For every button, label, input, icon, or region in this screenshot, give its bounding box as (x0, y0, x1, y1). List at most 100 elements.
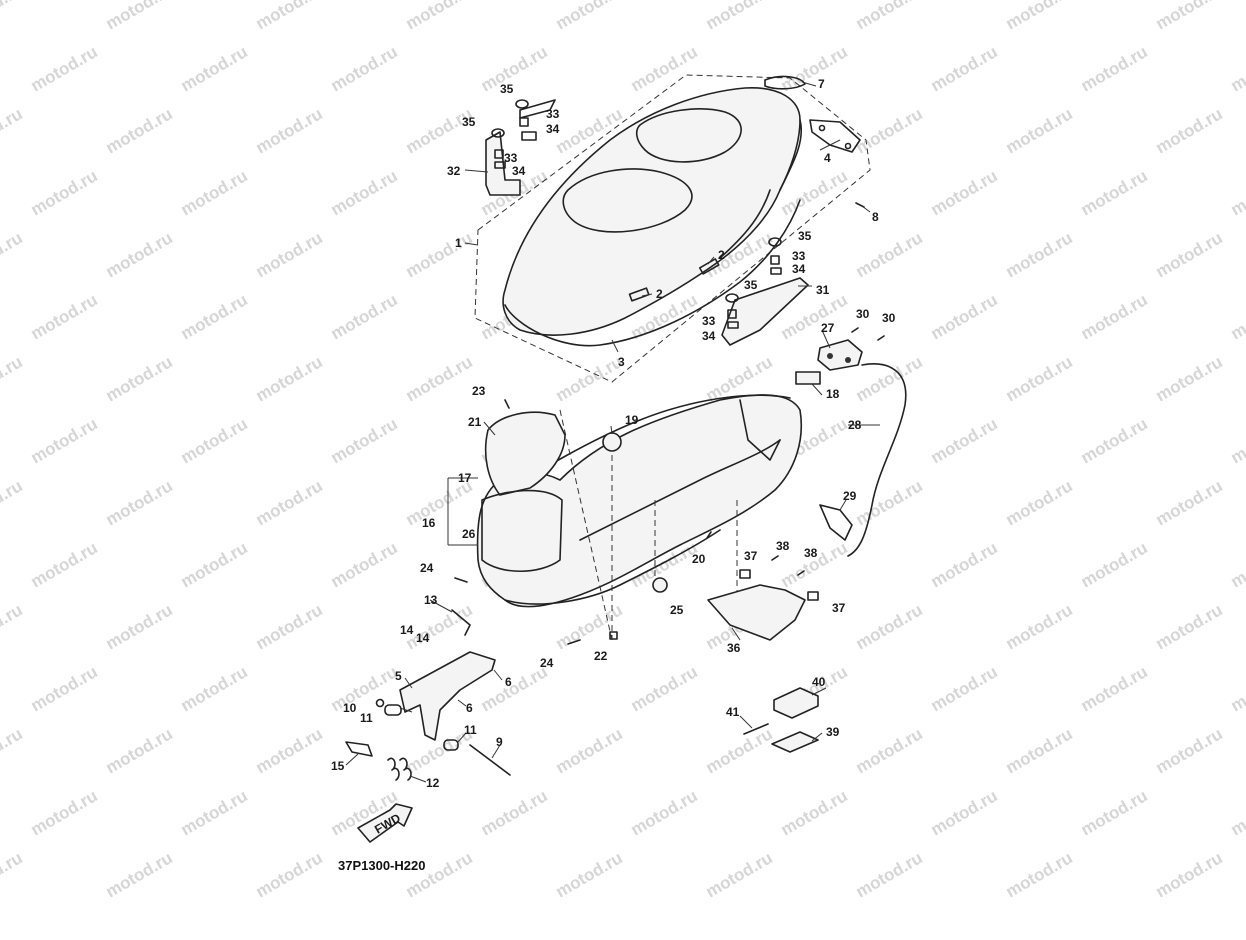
callout-26: 26 (462, 527, 476, 541)
watermark-text: motod.ru (703, 848, 776, 901)
callout-40: 40 (812, 675, 826, 689)
watermark-text: motod.ru (1003, 600, 1076, 653)
watermark-text: motod.ru (178, 166, 251, 219)
watermark-text: motod.ru (853, 352, 926, 405)
callout-30: 30 (856, 307, 870, 321)
watermark-text: motod.ru (1003, 0, 1076, 33)
watermark-text: motod.ru (928, 166, 1001, 219)
callout-11: 11 (464, 723, 477, 737)
callout-11: 11 (360, 711, 373, 725)
callout-31: 31 (816, 283, 830, 297)
callout-7: 7 (818, 77, 825, 91)
watermark-text: motod.ru (478, 42, 551, 95)
callout-38: 38 (804, 546, 818, 560)
watermark-text: motod.ru (1153, 476, 1226, 529)
watermark-text: motod.ru (853, 476, 926, 529)
watermark-text: motod.ru (28, 662, 101, 715)
callout-35: 35 (500, 82, 514, 96)
watermark-text: motod.ru (1003, 352, 1076, 405)
callout-2: 2 (718, 248, 725, 262)
watermark-text: motod.ru (28, 786, 101, 839)
watermark-text: motod.ru (853, 104, 926, 157)
watermark-text: motod.ru (253, 352, 326, 405)
watermark-text: motod.ru (853, 600, 926, 653)
callout-34: 34 (792, 262, 806, 276)
watermark-text: motod.ru (328, 42, 401, 95)
callout-34: 34 (512, 164, 526, 178)
callout-1: 1 (455, 236, 462, 250)
damper-35b (516, 100, 528, 108)
watermark-text: motod.ru (253, 0, 326, 33)
watermark-text: motod.ru (328, 662, 401, 715)
callout-34: 34 (702, 329, 716, 343)
callout-20: 20 (692, 552, 706, 566)
callout-19: 19 (625, 413, 639, 427)
callout-15: 15 (331, 759, 345, 773)
watermark-text: motod.ru (553, 0, 626, 33)
watermark-text: motod.ru (1153, 228, 1226, 281)
watermark-text: motod.ru (778, 786, 851, 839)
callout-5: 5 (395, 669, 402, 683)
watermark-text: motod.ru (1228, 786, 1246, 839)
callout-23: 23 (472, 384, 486, 398)
seat-lock-pad-18 (796, 372, 820, 384)
watermark-text: motod.ru (1228, 414, 1246, 467)
callout-27: 27 (821, 321, 835, 335)
callout-13: 13 (424, 593, 438, 607)
callout-2: 2 (656, 287, 663, 301)
callout-28: 28 (848, 418, 862, 432)
callout-9: 9 (496, 735, 503, 749)
cable-end-29 (820, 505, 852, 540)
watermark-text: motod.ru (1228, 42, 1246, 95)
callout-35: 35 (798, 229, 812, 243)
diagram-code: 37P1300-H220 (338, 858, 425, 873)
watermark-text: motod.ru (178, 42, 251, 95)
callout-4: 4 (824, 151, 831, 165)
watermark-text: motod.ru (253, 476, 326, 529)
callout-14: 14 (400, 623, 414, 637)
callout-6: 6 (505, 675, 512, 689)
watermark-text: motod.ru (1003, 476, 1076, 529)
watermark-text: motod.ru (853, 0, 926, 33)
watermark-text: motod.ru (103, 476, 176, 529)
watermark-text: motod.ru (628, 42, 701, 95)
watermark-text: motod.ru (253, 104, 326, 157)
tool-case-40 (774, 688, 818, 718)
watermark-text: motod.ru (928, 538, 1001, 591)
watermark-text: motod.ru (628, 786, 701, 839)
callout-29: 29 (843, 489, 857, 503)
watermark-text: motod.ru (928, 42, 1001, 95)
watermark-text: motod.ru (1228, 166, 1246, 219)
watermark-text: motod.ru (0, 104, 26, 157)
callout-8: 8 (872, 210, 879, 224)
callout-24: 24 (540, 656, 554, 670)
watermark-text: motod.ru (178, 414, 251, 467)
damper-35d (726, 294, 738, 302)
watermark-text: motod.ru (328, 414, 401, 467)
watermark-text: motod.ru (178, 786, 251, 839)
watermark-text: motod.ru (253, 228, 326, 281)
watermark-text: motod.ru (478, 786, 551, 839)
watermark-text: motod.ru (0, 848, 26, 901)
callout-21: 21 (468, 415, 482, 429)
watermark-text: motod.ru (1078, 42, 1151, 95)
watermark-text: motod.ru (928, 290, 1001, 343)
watermark-text: motod.ru (403, 104, 476, 157)
watermark-text: motod.ru (28, 290, 101, 343)
watermark-text: motod.ru (0, 724, 26, 777)
watermark-text: motod.ru (1078, 786, 1151, 839)
seat-lock-27 (818, 340, 862, 370)
watermark-text: motod.ru (28, 42, 101, 95)
callout-37: 37 (832, 601, 846, 615)
watermark-text: motod.ru (1003, 724, 1076, 777)
callout-33: 33 (546, 107, 560, 121)
watermark-text: motod.ru (553, 600, 626, 653)
watermark-text: motod.ru (328, 290, 401, 343)
callout-22: 22 (594, 649, 608, 663)
watermark-text: motod.ru (0, 228, 26, 281)
callout-37: 37 (744, 549, 758, 563)
watermark-text: motod.ru (1078, 166, 1151, 219)
watermark-text: motod.ru (778, 42, 851, 95)
seat-hinge-plate (810, 120, 860, 152)
watermark-text: motod.ru (103, 104, 176, 157)
